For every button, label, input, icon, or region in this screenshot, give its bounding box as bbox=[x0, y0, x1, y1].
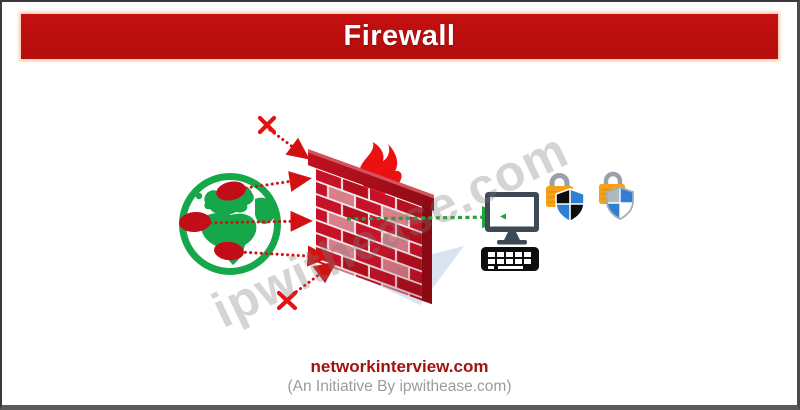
title-bar: Firewall bbox=[21, 14, 778, 59]
footer: networkinterview.com (An Initiative By i… bbox=[2, 356, 797, 397]
threat-blob-icon bbox=[179, 181, 246, 261]
internet-globe-icon bbox=[179, 173, 281, 275]
blocked-traffic-lines bbox=[198, 128, 337, 297]
page-title: Firewall bbox=[343, 20, 456, 52]
computer-monitor-icon bbox=[485, 192, 539, 245]
padlock-blue-shield-icon bbox=[546, 173, 585, 223]
footer-subtitle: (An Initiative By ipwithease.com) bbox=[287, 378, 512, 395]
footer-site-link[interactable]: networkinterview.com bbox=[310, 357, 489, 376]
firewall-brick-wall-icon bbox=[308, 149, 434, 305]
keyboard-icon bbox=[481, 247, 539, 271]
blocked-x-top-icon bbox=[257, 115, 277, 135]
allowed-traffic-line bbox=[346, 206, 510, 229]
blocked-x-bottom-icon bbox=[276, 290, 298, 311]
padlock-gray-shield-icon bbox=[599, 171, 634, 221]
diagram-stage bbox=[2, 2, 797, 405]
